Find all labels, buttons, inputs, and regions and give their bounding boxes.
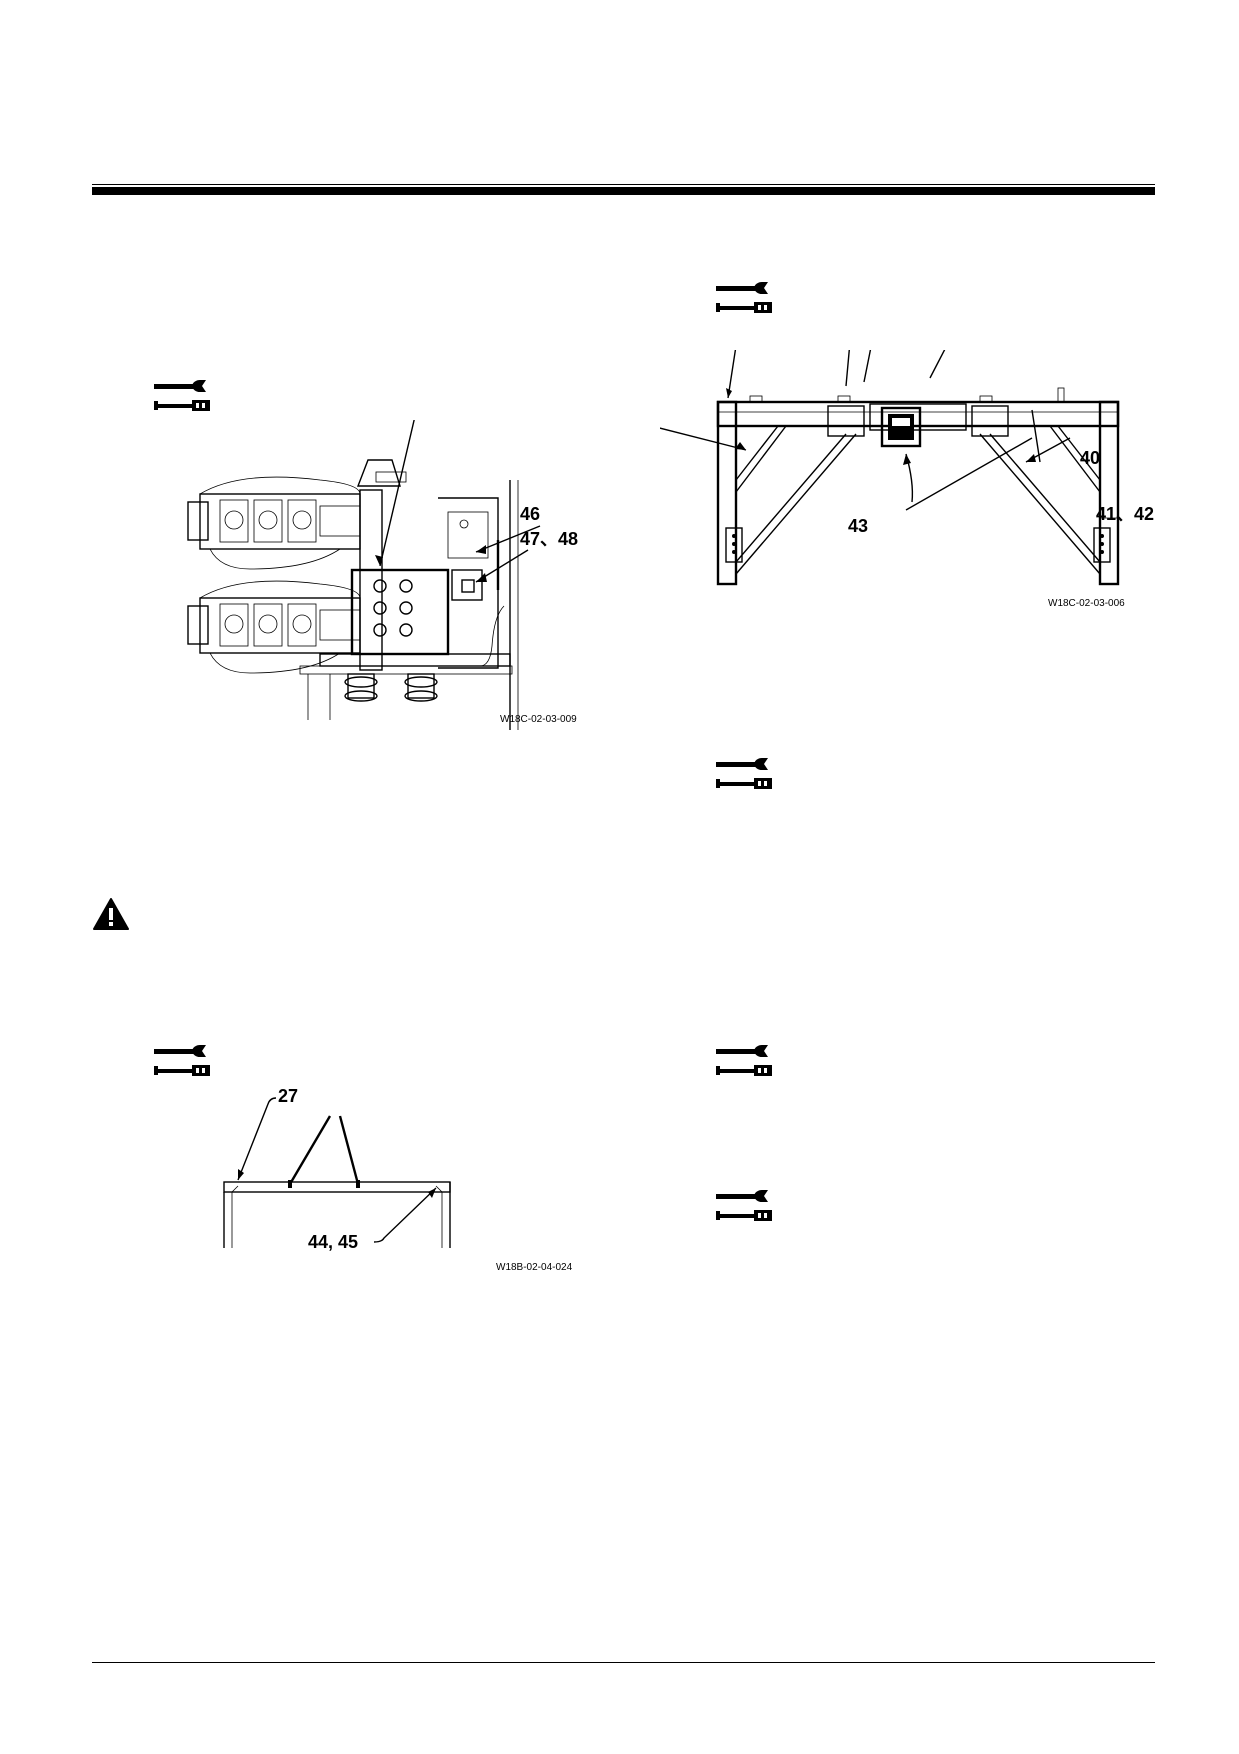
warning-triangle-icon bbox=[93, 898, 129, 930]
figure-code-3: W18B-02-04-024 bbox=[496, 1262, 573, 1273]
diagonal-braces bbox=[735, 425, 1101, 575]
pump-units bbox=[344, 673, 438, 702]
figure-pump-assembly: 49 46 47、48 W18C-02-03-009 bbox=[187, 420, 578, 730]
wrench-torque-icon-6 bbox=[716, 1189, 772, 1221]
figure-code-2: W18C-02-03-006 bbox=[1048, 598, 1125, 609]
torque-wrench-icon bbox=[716, 1065, 772, 1076]
callout-40: 40 bbox=[1080, 448, 1100, 468]
lower-valve-block bbox=[187, 580, 361, 674]
wrench-icon bbox=[154, 379, 206, 393]
wrench-icon bbox=[154, 1044, 206, 1058]
upper-valve-block bbox=[187, 476, 361, 570]
figure-frame-lifting: 27 44, 45 W18B-02-04-024 bbox=[223, 1088, 573, 1273]
wrench-icon bbox=[716, 281, 768, 295]
side-bracket bbox=[438, 497, 505, 669]
torque-wrench-icon bbox=[716, 302, 772, 313]
wrench-torque-icon-3 bbox=[716, 757, 772, 789]
header-rule-thin bbox=[92, 184, 1155, 185]
figure-frame-braces: 27 38 39 37 40 43 41、42 W18C-02-03-006 bbox=[660, 350, 1154, 609]
callout-43: 43 bbox=[848, 516, 868, 536]
manifold-block bbox=[350, 568, 450, 656]
wrench-icon bbox=[716, 757, 768, 771]
wrench-icon bbox=[716, 1044, 768, 1058]
callout-44-45: 44, 45 bbox=[308, 1232, 358, 1252]
center-mount bbox=[869, 403, 967, 448]
callout-41-42: 41、42 bbox=[1096, 504, 1154, 524]
frame-outline bbox=[223, 1181, 451, 1248]
wrench-torque-icon-4 bbox=[154, 1044, 210, 1076]
torque-wrench-icon bbox=[154, 400, 210, 411]
header-rule bbox=[92, 187, 1155, 195]
callout-46: 46 bbox=[520, 504, 540, 524]
torque-wrench-icon bbox=[154, 1065, 210, 1076]
frame-legs bbox=[716, 400, 1120, 586]
wrench-torque-icon-1 bbox=[154, 379, 210, 411]
torque-wrench-icon bbox=[716, 778, 772, 789]
wrench-icon bbox=[716, 1189, 768, 1203]
footer-rule bbox=[92, 1662, 1155, 1663]
torque-wrench-icon bbox=[716, 1210, 772, 1221]
callout-27-bottom: 27 bbox=[278, 1088, 298, 1106]
figure-code-1: W18C-02-03-009 bbox=[500, 714, 577, 725]
wrench-torque-icon-2 bbox=[716, 281, 772, 313]
wrench-torque-icon-5 bbox=[716, 1044, 772, 1076]
callout-47-48: 47、48 bbox=[520, 529, 578, 549]
lifting-slings bbox=[288, 1115, 360, 1188]
